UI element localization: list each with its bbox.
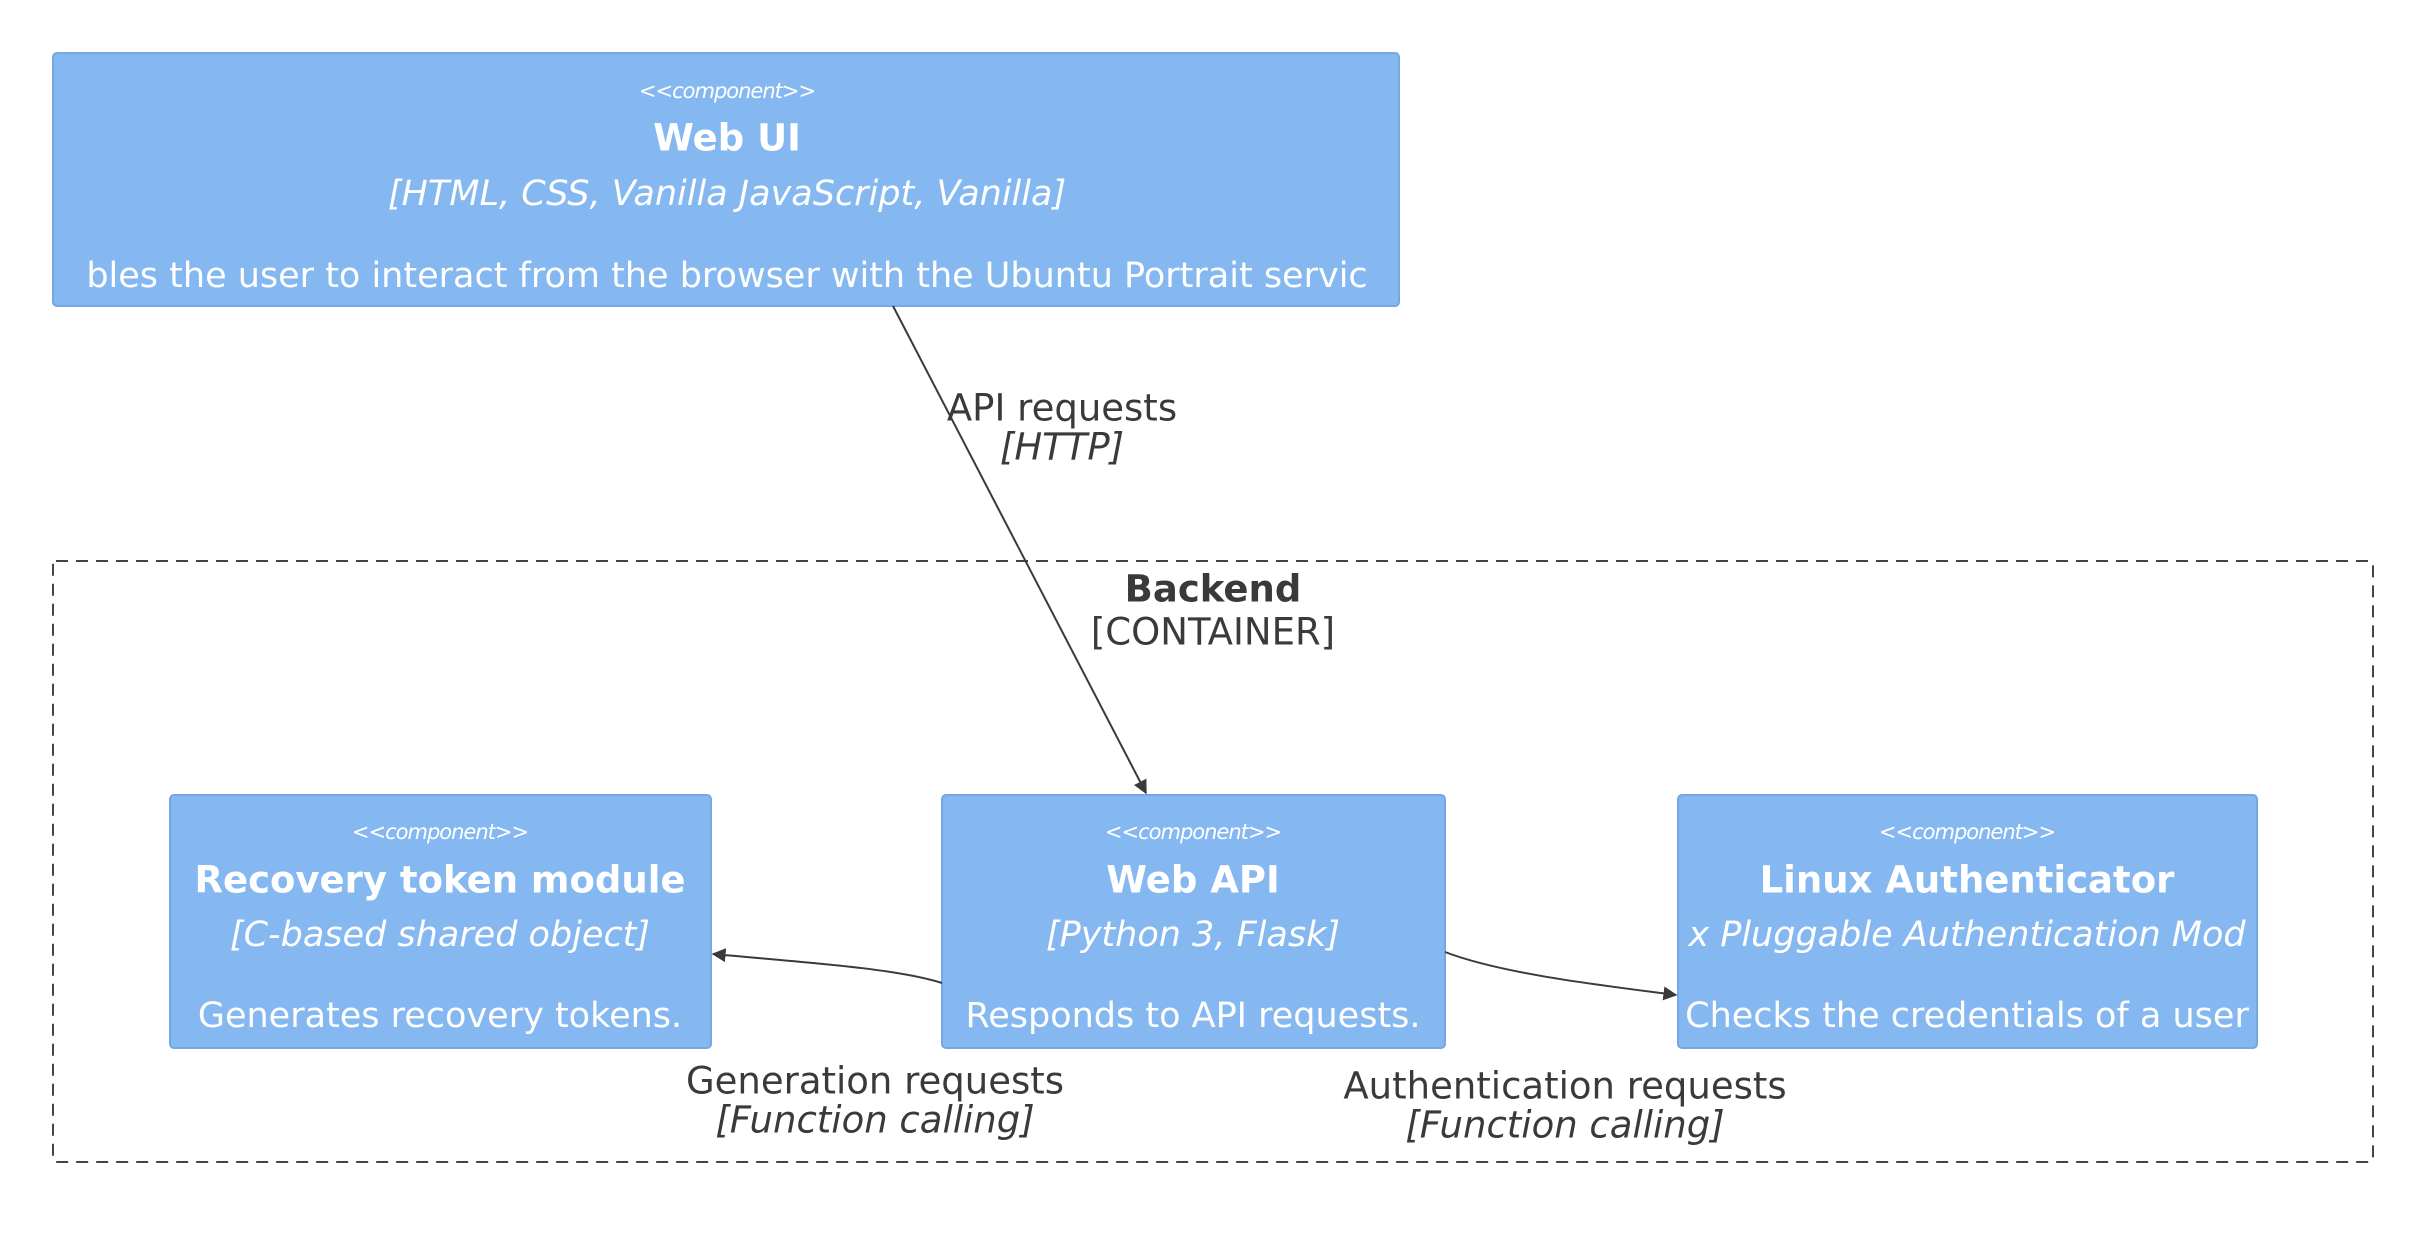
component-technology: [Python 3, Flask] bbox=[1046, 915, 1340, 955]
edge-technology: [Function calling] bbox=[715, 1099, 1034, 1142]
component-description: Checks the credentials of a user bbox=[1685, 996, 2249, 1036]
component-title: Recovery token module bbox=[194, 859, 685, 902]
boundary-title: Backend bbox=[1125, 568, 1302, 611]
component-stereotype: <<component>> bbox=[352, 820, 528, 844]
edge-api-requests: API requests [HTTP] bbox=[892, 305, 1177, 795]
edge-label: Authentication requests bbox=[1343, 1065, 1786, 1108]
edge-arrow bbox=[892, 305, 1147, 795]
edge-technology: [HTTP] bbox=[1000, 426, 1124, 469]
component-box bbox=[52, 52, 1400, 307]
component-description: Generates recovery tokens. bbox=[198, 996, 682, 1036]
component-linux-authenticator: <<component>> Linux Authenticator x Plug… bbox=[1677, 794, 2258, 1049]
component-title: Linux Authenticator bbox=[1760, 859, 2176, 902]
component-stereotype: <<component>> bbox=[639, 79, 815, 103]
component-description: bles the user to interact from the brows… bbox=[86, 256, 1367, 296]
edge-arrow bbox=[1444, 951, 1678, 1001]
component-box bbox=[1677, 794, 2258, 1049]
boundary-type: [CONTAINER] bbox=[1091, 611, 1335, 654]
component-title: Web API bbox=[1106, 859, 1279, 902]
component-web-api: <<component>> Web API [Python 3, Flask] … bbox=[941, 794, 1446, 1049]
component-technology: x Pluggable Authentication Mod bbox=[1687, 915, 2246, 955]
component-web-ui: <<component>> Web UI [HTML, CSS, Vanilla… bbox=[52, 52, 1400, 307]
edge-arrow bbox=[711, 948, 943, 984]
component-title: Web UI bbox=[653, 117, 801, 160]
edge-authentication-requests: Authentication requests [Function callin… bbox=[1343, 951, 1787, 1147]
component-recovery-token-module: <<component>> Recovery token module [C-b… bbox=[169, 794, 712, 1049]
edge-label: API requests bbox=[947, 387, 1177, 430]
component-technology: [HTML, CSS, Vanilla JavaScript, Vanilla] bbox=[388, 174, 1066, 214]
component-description: Responds to API requests. bbox=[965, 996, 1420, 1036]
component-stereotype: <<component>> bbox=[1105, 820, 1281, 844]
component-stereotype: <<component>> bbox=[1879, 820, 2055, 844]
edge-generation-requests: Generation requests [Function calling] bbox=[686, 948, 1064, 1142]
component-box bbox=[941, 794, 1446, 1049]
component-box bbox=[169, 794, 712, 1049]
backend-boundary: Backend [CONTAINER] bbox=[52, 560, 2374, 1163]
edge-technology: [Function calling] bbox=[1405, 1104, 1724, 1147]
component-technology: [C-based shared object] bbox=[230, 915, 650, 955]
edge-label: Generation requests bbox=[686, 1060, 1064, 1103]
